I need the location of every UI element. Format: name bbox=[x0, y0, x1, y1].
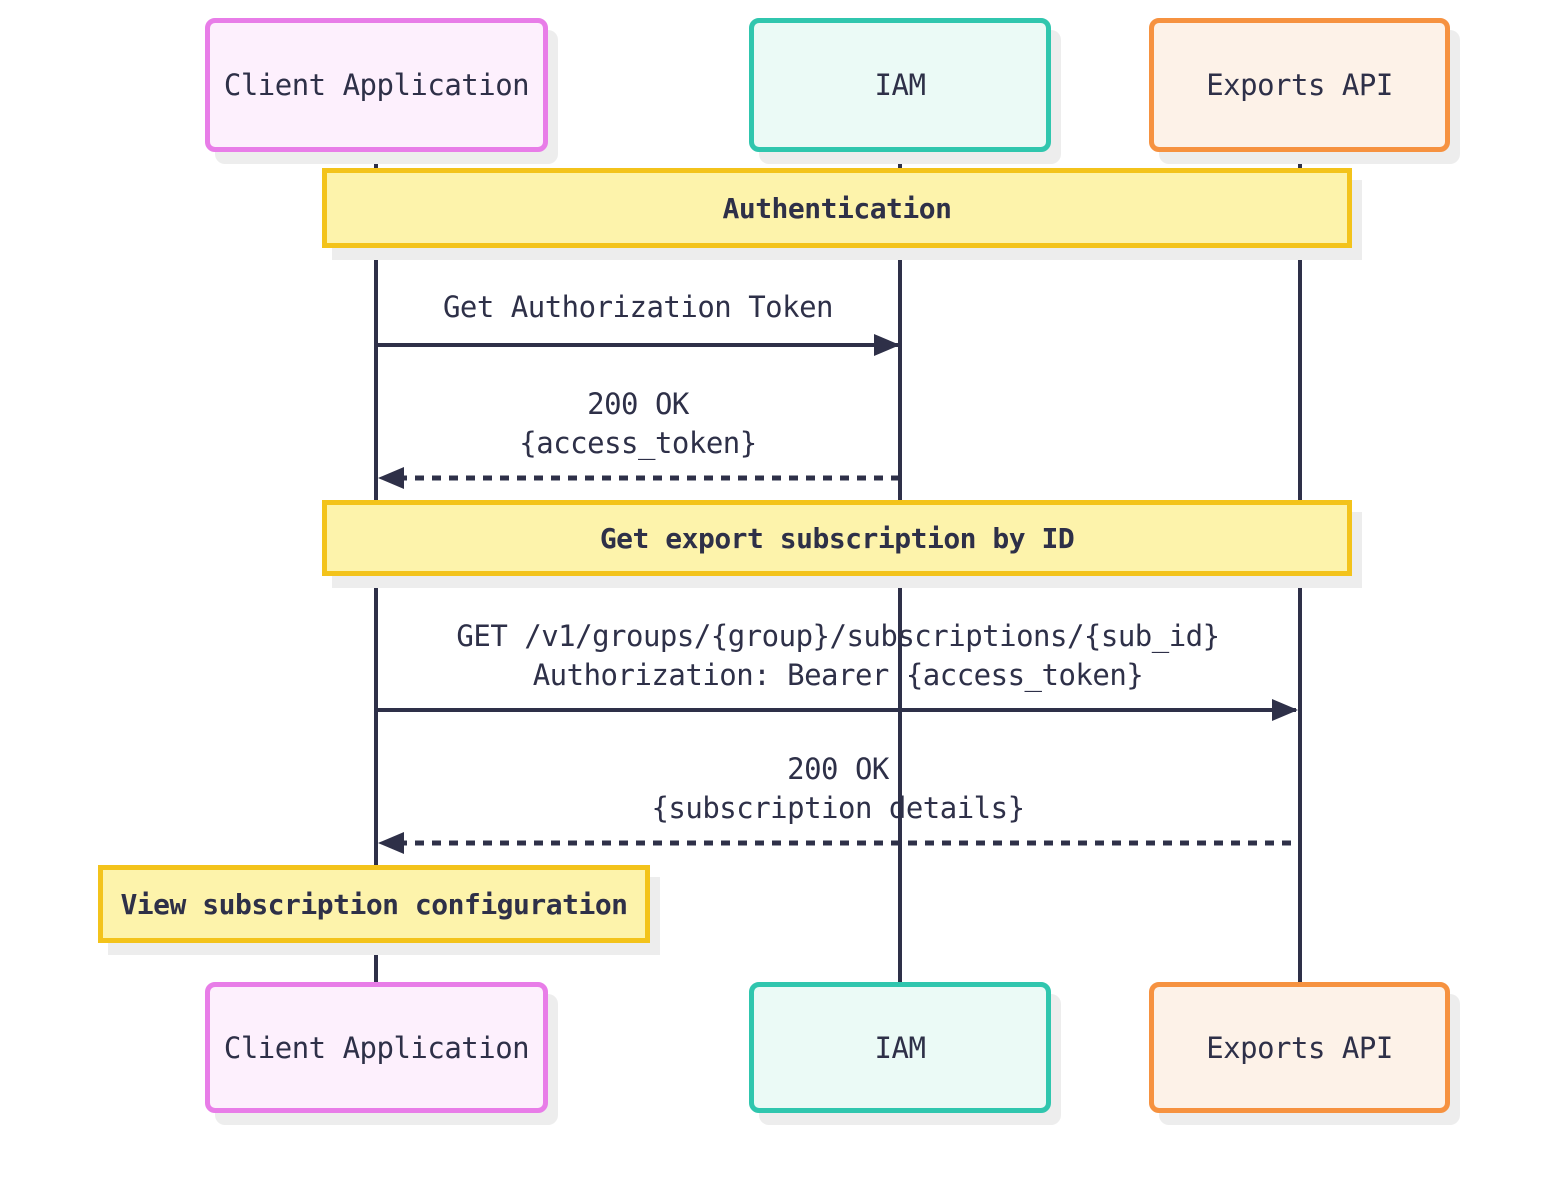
banner-label: View subscription configuration bbox=[120, 887, 628, 921]
message-line: Authorization: Bearer {access_token} bbox=[532, 658, 1144, 692]
arrow-get-subscription-request bbox=[376, 699, 1298, 721]
actor-iam-bottom: IAM bbox=[749, 982, 1051, 1113]
message-line: GET /v1/groups/{group}/subscriptions/{su… bbox=[456, 619, 1220, 653]
actor-label: Client Application bbox=[223, 68, 530, 102]
message-line: 200 OK bbox=[587, 387, 689, 421]
arrow-access-token-response bbox=[378, 467, 900, 489]
actor-client-application-top: Client Application bbox=[205, 18, 548, 152]
message-line: {access_token} bbox=[519, 426, 757, 460]
arrow-shaft bbox=[398, 475, 900, 481]
banner-authentication: Authentication bbox=[322, 168, 1352, 248]
banner-label: Get export subscription by ID bbox=[599, 521, 1075, 555]
arrowhead-right-icon bbox=[874, 334, 900, 356]
message-label-get-authorization-token: Get Authorization Token bbox=[376, 288, 900, 327]
banner-get-export-subscription-by-id: Get export subscription by ID bbox=[322, 500, 1352, 576]
arrow-shaft bbox=[376, 343, 898, 347]
arrow-shaft bbox=[398, 840, 1300, 846]
banner-view-subscription-configuration: View subscription configuration bbox=[98, 865, 650, 943]
actor-label: IAM bbox=[874, 68, 926, 102]
message-label-subscription-details-response: 200 OK {subscription details} bbox=[376, 750, 1300, 828]
banner-label: Authentication bbox=[722, 191, 952, 225]
arrowhead-left-icon bbox=[378, 467, 404, 489]
actor-exports-api-top: Exports API bbox=[1149, 18, 1450, 152]
arrow-shaft bbox=[376, 708, 1296, 712]
message-line: 200 OK bbox=[787, 752, 889, 786]
message-label-get-subscription-request: GET /v1/groups/{group}/subscriptions/{su… bbox=[376, 617, 1300, 695]
actor-client-application-bottom: Client Application bbox=[205, 982, 548, 1113]
message-label-access-token-response: 200 OK {access_token} bbox=[376, 385, 900, 463]
message-line: Get Authorization Token bbox=[442, 290, 834, 324]
actor-exports-api-bottom: Exports API bbox=[1149, 982, 1450, 1113]
message-line: {subscription details} bbox=[651, 791, 1025, 825]
actor-label: Exports API bbox=[1206, 1030, 1393, 1065]
actor-label: Client Application bbox=[223, 1030, 530, 1065]
actor-label: IAM bbox=[874, 1030, 926, 1065]
arrowhead-right-icon bbox=[1272, 699, 1298, 721]
actor-iam-top: IAM bbox=[749, 18, 1051, 152]
actor-label: Exports API bbox=[1206, 68, 1393, 102]
arrow-subscription-details-response bbox=[378, 832, 1300, 854]
arrow-get-authorization-token bbox=[376, 334, 900, 356]
arrowhead-left-icon bbox=[378, 832, 404, 854]
